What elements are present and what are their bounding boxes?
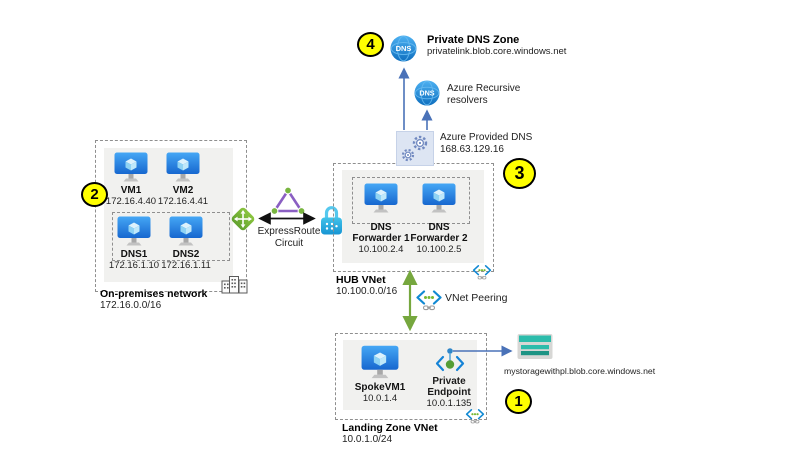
hub-forwarders-group	[352, 177, 470, 224]
onprem-dns-group	[112, 212, 230, 261]
onprem-cidr: 172.16.0.0/16	[100, 300, 162, 311]
dns-icon-text: DNS	[396, 44, 412, 53]
provided-dns-ip: 168.63.129.16	[440, 143, 504, 155]
spoke-vm-icon	[361, 345, 399, 380]
vm1-node: VM1 172.16.4.40	[104, 152, 158, 207]
dns-server-icon	[117, 216, 151, 247]
recursive-resolvers-line1: Azure Recursive	[447, 83, 521, 94]
gears-icon	[401, 135, 428, 162]
fwd1-ip: 10.100.2.4	[358, 244, 404, 255]
vm2-node: VM2 172.16.4.41	[156, 152, 210, 207]
dns-forwarder-icon	[422, 183, 456, 214]
router-gateway-icon	[231, 207, 255, 231]
provided-dns-title: Azure Provided DNS	[440, 132, 533, 143]
dns-forwarder2-node: DNS Forwarder 2 10.100.2.5	[409, 183, 469, 255]
private-dns-zone-label: Private DNS Zone privatelink.blob.core.w…	[427, 34, 566, 58]
dns-server-icon	[169, 216, 203, 247]
storage-account-icon	[517, 334, 553, 359]
recursive-resolvers-label: Azure Recursive resolvers	[447, 83, 520, 106]
buildings-icon	[221, 276, 248, 294]
landing-zone-boundary	[335, 333, 487, 420]
fwd2-name-line1: DNS	[428, 222, 450, 233]
dns-forwarder-icon	[364, 183, 398, 214]
step-2-badge: 2	[81, 182, 108, 207]
dns2-ip: 172.16.1.11	[161, 260, 211, 271]
storage-fqdn: mystoragewithpl.blob.core.windows.net	[504, 366, 656, 376]
expressroute-icon	[271, 186, 305, 215]
vnet-peering-icon	[416, 289, 442, 311]
vm2-ip: 172.16.4.41	[157, 196, 209, 207]
expressroute-label-line1: ExpressRoute	[257, 226, 321, 237]
vm-icon	[166, 152, 200, 183]
spoke-vm-name: SpokeVM1	[354, 382, 406, 393]
hub-section-label: HUB VNet 10.100.0.0/16	[336, 274, 397, 298]
hub-vnet-peering-corner-icon	[472, 264, 492, 280]
provided-dns-label: Azure Provided DNS 168.63.129.16	[440, 132, 532, 155]
step-3-badge: 3	[503, 158, 536, 189]
gateway-lock-icon	[321, 206, 342, 235]
pe-name-line2: Endpoint	[427, 387, 471, 398]
fwd2-ip: 10.100.2.5	[416, 244, 462, 255]
onprem-section-label: On-premises network 172.16.0.0/16	[100, 288, 207, 312]
private-endpoint-label: Private Endpoint 10.0.1.135	[419, 376, 479, 409]
dns2-name: DNS2	[172, 249, 200, 260]
vm-icon	[114, 152, 148, 183]
fwd1-name-line2: Forwarder 1	[352, 233, 410, 244]
dns-forwarder1-node: DNS Forwarder 1 10.100.2.4	[351, 183, 411, 255]
onprem-title: On-premises network	[100, 288, 208, 300]
vm1-name: VM1	[120, 185, 142, 196]
recursive-resolvers-line2: resolvers	[447, 94, 488, 106]
landing-title: Landing Zone VNet	[342, 422, 438, 434]
step-4-badge: 4	[357, 32, 384, 57]
landing-vnet-peering-corner-icon	[465, 408, 485, 424]
dns-icon-text: DNS	[419, 89, 434, 98]
private-dns-zone-icon: DNS	[390, 35, 417, 62]
spoke-vm-ip: 10.0.1.4	[362, 393, 398, 404]
pe-ip: 10.0.1.135	[426, 398, 472, 409]
landing-section-label: Landing Zone VNet 10.0.1.0/24	[342, 422, 438, 446]
pe-name-line1: Private	[432, 376, 466, 387]
dns1-node: DNS1 172.16.1.10	[107, 216, 161, 271]
private-dns-zone-value: privatelink.blob.core.windows.net	[427, 46, 567, 57]
hub-cidr: 10.100.0.0/16	[336, 286, 398, 297]
landing-cidr: 10.0.1.0/24	[342, 434, 393, 445]
dns1-ip: 172.16.1.10	[108, 260, 160, 271]
private-endpoint-icon	[435, 348, 465, 372]
vnet-peering-label: VNet Peering	[445, 292, 508, 304]
private-dns-zone-title: Private DNS Zone	[427, 34, 520, 46]
azure-provided-dns-box	[396, 131, 434, 166]
fwd1-name-line1: DNS	[370, 222, 392, 233]
expressroute-label-line2: Circuit	[274, 237, 304, 249]
vm2-name: VM2	[172, 185, 194, 196]
hub-title: HUB VNet	[336, 274, 386, 286]
fwd2-name-line2: Forwarder 2	[410, 233, 468, 244]
spoke-vm-node: SpokeVM1 10.0.1.4	[350, 345, 410, 404]
dns2-node: DNS2 172.16.1.11	[159, 216, 213, 271]
recursive-resolvers-icon: DNS	[414, 80, 440, 106]
expressroute-label: ExpressRoute Circuit	[252, 226, 326, 249]
step-1-badge: 1	[505, 389, 532, 414]
dns1-name: DNS1	[120, 249, 148, 260]
vm1-ip: 172.16.4.40	[105, 196, 157, 207]
